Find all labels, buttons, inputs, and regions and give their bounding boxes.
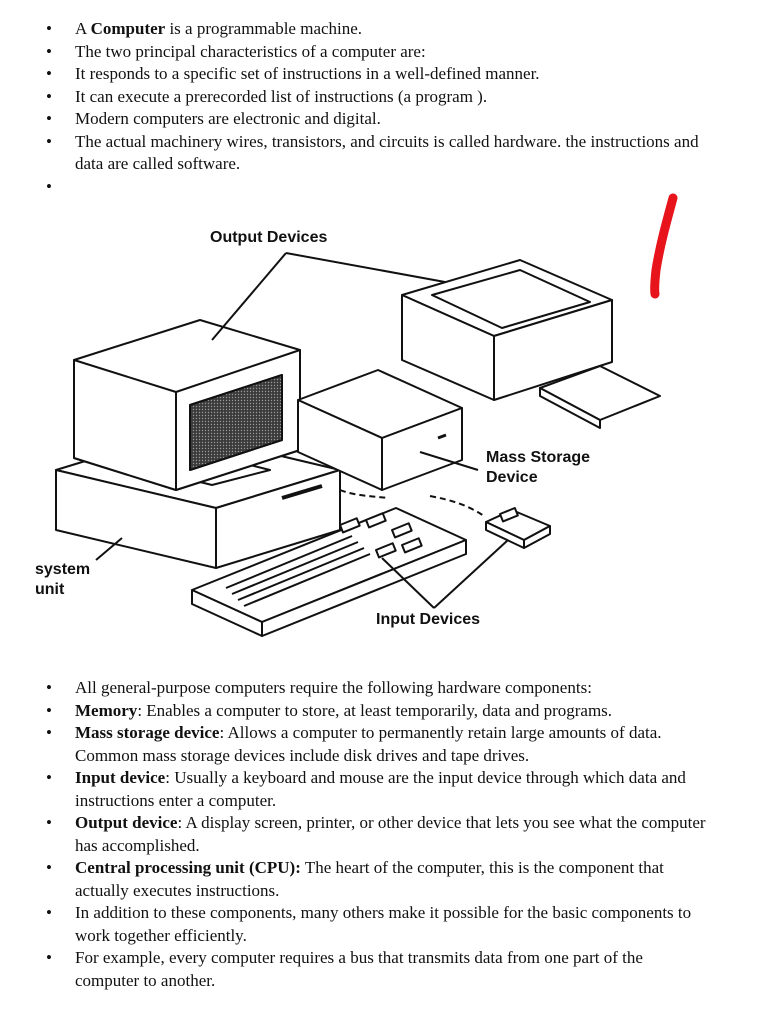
label-line: Mass Storage xyxy=(486,449,591,466)
bullet-dot: • xyxy=(46,86,52,106)
printer-illustration xyxy=(401,259,661,429)
item-text: For example, every computer requires a b… xyxy=(75,948,643,990)
item-text: Modern computers are electronic and digi… xyxy=(75,109,381,128)
label-mass-storage-device: Mass Storage Device xyxy=(486,448,590,488)
bullet-dot: • xyxy=(46,813,52,832)
list-item: • It responds to a specific set of instru… xyxy=(0,63,768,86)
bullet-dot: • xyxy=(46,41,52,61)
keyboard-illustration xyxy=(191,507,467,637)
bullet-dot: • xyxy=(46,700,52,720)
list-item: • The two principal characteristics of a… xyxy=(0,41,768,64)
bullet-dot: • xyxy=(46,723,52,742)
item-text: It can execute a prerecorded list of ins… xyxy=(75,86,488,106)
list-item-empty: • xyxy=(0,176,768,199)
list-item: • Memory: Enables a computer to store, at… xyxy=(0,700,768,723)
item-text: : A display screen, printer, or other de… xyxy=(75,813,706,855)
list-item: • Mass storage device: Allows a computer … xyxy=(0,722,768,767)
list-item: • For example, every computer requires a … xyxy=(0,947,768,992)
item-text: All general-purpose computers require th… xyxy=(75,678,592,697)
hardware-bullet-list: • All general-purpose computers require t… xyxy=(0,677,768,992)
bullet-dot: • xyxy=(46,176,52,196)
list-item: • Modern computers are electronic and dig… xyxy=(0,108,768,131)
item-text: A xyxy=(75,19,91,38)
red-pen-mark-icon xyxy=(650,193,678,299)
label-line: Device xyxy=(486,469,538,486)
item-text: It responds to a specific set of instruc… xyxy=(75,64,540,83)
label-line: system xyxy=(35,561,91,578)
item-text: In addition to these components, many ot… xyxy=(75,903,692,945)
label-system-unit: system unit xyxy=(35,560,90,600)
bullet-dot: • xyxy=(46,858,52,877)
item-text: : Usually a keyboard and mouse are the i… xyxy=(75,768,686,810)
bullet-dot: • xyxy=(46,64,52,83)
list-item: • In addition to these components, many o… xyxy=(0,902,768,947)
label-output-devices: Output Devices xyxy=(210,229,328,246)
item-bold-term: Input device xyxy=(75,768,166,787)
item-bold-term: Mass storage device xyxy=(75,723,220,742)
item-bold-term: Computer xyxy=(90,19,166,38)
bullet-dot: • xyxy=(46,948,52,967)
item-text: The two principal characteristics of a c… xyxy=(75,41,426,61)
item-bold-term: Output device xyxy=(75,813,178,832)
item-text: : Allows a computer to permanently retai… xyxy=(75,723,662,765)
list-item: • Central processing unit (CPU): The hear… xyxy=(0,857,768,902)
item-text: The heart of the computer, this is the c… xyxy=(75,858,664,900)
mass-storage-drive-illustration xyxy=(297,369,463,491)
bullet-dot: • xyxy=(46,678,52,697)
bullet-dot: • xyxy=(46,109,52,128)
list-item: • A Computer is a programmable machine. xyxy=(0,18,768,41)
list-item: • All general-purpose computers require t… xyxy=(0,677,768,700)
item-text: : Enables a computer to store, at least … xyxy=(137,700,613,720)
bullet-dot: • xyxy=(46,19,52,38)
item-bold-term: Central processing unit (CPU): xyxy=(75,858,301,877)
list-item: • The actual machinery wires, transistors… xyxy=(0,131,768,176)
computer-system-diagram xyxy=(55,252,661,637)
list-item: • Output device: A display screen, printe… xyxy=(0,812,768,857)
bullet-dot: • xyxy=(46,903,52,922)
label-input-devices: Input Devices xyxy=(376,611,481,628)
list-item: • Input device: Usually a keyboard and mo… xyxy=(0,767,768,812)
item-text: is a programmable machine. xyxy=(165,19,363,38)
bullet-dot: • xyxy=(46,768,52,787)
label-line: unit xyxy=(35,581,65,598)
item-bold-term: Memory xyxy=(75,700,138,720)
list-item: • It can execute a prerecorded list of in… xyxy=(0,86,768,109)
bullet-dot: • xyxy=(46,131,52,151)
intro-bullet-list: • A Computer is a programmable machine. •… xyxy=(0,18,768,198)
mouse-illustration xyxy=(485,507,551,549)
item-text: The actual machinery wires, transistors,… xyxy=(75,131,699,174)
